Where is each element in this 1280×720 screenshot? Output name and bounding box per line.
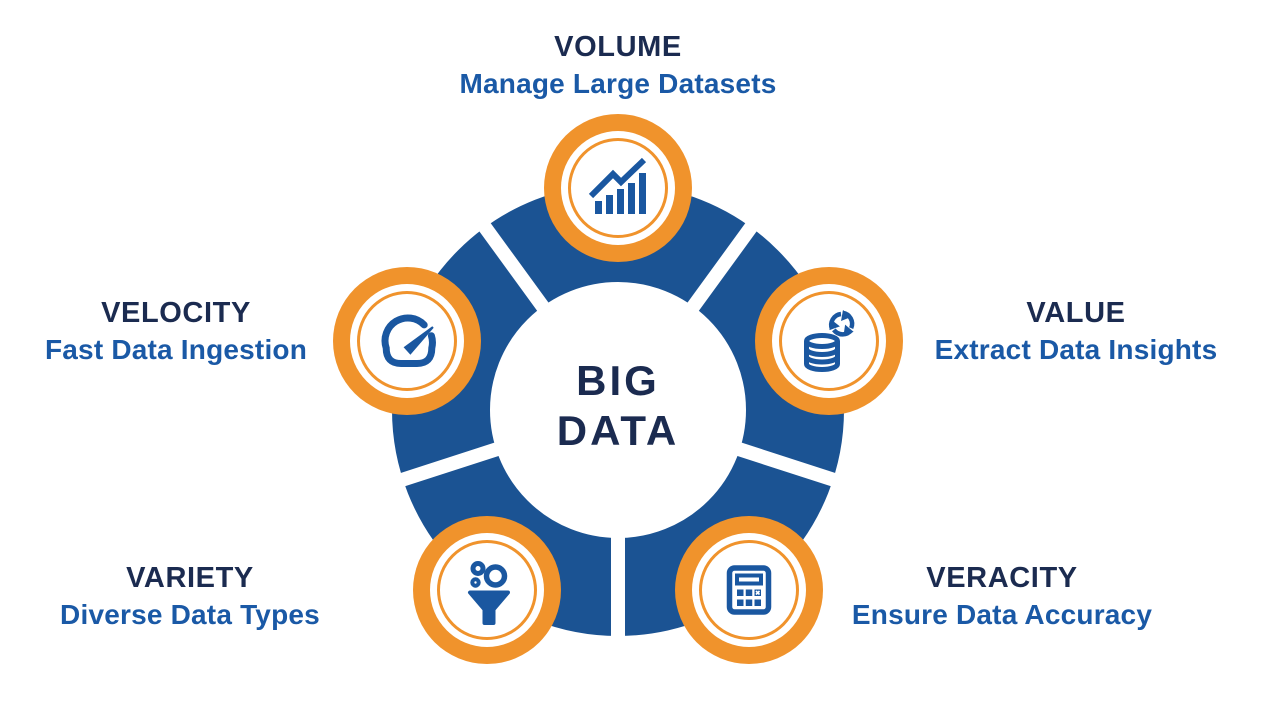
segment-subtitle: Extract Data Insights bbox=[934, 334, 1218, 365]
label-velocity: VELOCITY Fast Data Ingestion bbox=[0, 296, 386, 366]
segment-subtitle: Diverse Data Types bbox=[60, 599, 320, 630]
database-recycle-icon bbox=[804, 310, 855, 372]
badge-velocity bbox=[333, 267, 481, 415]
segment-title: VERACITY bbox=[926, 562, 1078, 594]
badge-inner-circle bbox=[430, 533, 544, 647]
segment-title: VELOCITY bbox=[101, 297, 251, 329]
badge-thin-ring bbox=[357, 291, 457, 391]
label-variety: VARIETY Diverse Data Types bbox=[0, 561, 400, 631]
speedometer-icon bbox=[381, 314, 436, 367]
segment-subtitle: Manage Large Datasets bbox=[459, 68, 777, 99]
calculator-icon bbox=[726, 565, 772, 615]
badge-thin-ring bbox=[568, 138, 668, 238]
center-title-line1: BIG bbox=[576, 357, 660, 404]
segment-title: VALUE bbox=[1026, 297, 1126, 329]
badge-thin-ring bbox=[699, 540, 799, 640]
badge-inner-circle bbox=[772, 284, 886, 398]
segment-title: VARIETY bbox=[126, 562, 254, 594]
badge-thin-ring bbox=[437, 540, 537, 640]
badge-variety bbox=[413, 516, 561, 664]
label-veracity: VERACITY Ensure Data Accuracy bbox=[792, 561, 1212, 631]
badge-thin-ring bbox=[779, 291, 879, 391]
bar-chart-growth-icon bbox=[588, 157, 647, 214]
segment-subtitle: Ensure Data Accuracy bbox=[851, 599, 1153, 630]
funnel-filter-icon bbox=[468, 561, 510, 625]
badge-inner-circle bbox=[561, 131, 675, 245]
badge-volume bbox=[544, 114, 692, 262]
center-title-line2: DATA bbox=[556, 407, 680, 454]
segment-subtitle: Fast Data Ingestion bbox=[44, 334, 308, 365]
center-title: BIG DATA bbox=[458, 356, 778, 456]
segment-title: VOLUME bbox=[554, 31, 682, 63]
label-volume: VOLUME Manage Large Datasets bbox=[408, 30, 828, 100]
center-circle bbox=[491, 283, 745, 537]
badge-value bbox=[755, 267, 903, 415]
badge-inner-circle bbox=[350, 284, 464, 398]
label-value: VALUE Extract Data Insights bbox=[866, 296, 1280, 366]
badge-veracity bbox=[675, 516, 823, 664]
